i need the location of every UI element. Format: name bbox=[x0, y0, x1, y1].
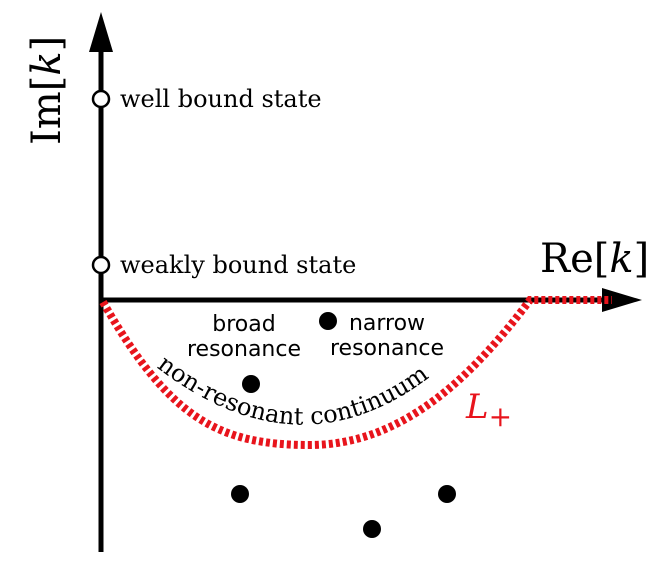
broad-resonance-pole bbox=[242, 375, 260, 393]
narrow-resonance-pole bbox=[319, 312, 337, 330]
narrow-resonance-label-line2: resonance bbox=[330, 336, 444, 361]
real-axis-label: Re[k] bbox=[540, 236, 649, 282]
contour-name-label: L+ bbox=[465, 387, 512, 433]
contour-l-plus bbox=[99, 296, 612, 450]
real-axis-arrowhead bbox=[602, 288, 642, 312]
deep-pole-left bbox=[231, 485, 249, 503]
imaginary-axis-arrowhead bbox=[89, 12, 113, 52]
narrow-resonance-label-line1: narrow bbox=[349, 311, 425, 336]
weakly-bound-state-marker bbox=[91, 255, 111, 275]
well-bound-state-label: well bound state bbox=[120, 85, 322, 113]
deep-pole-bottom bbox=[363, 520, 381, 538]
well-bound-state-marker bbox=[91, 89, 111, 109]
weakly-bound-state-label: weakly bound state bbox=[120, 251, 356, 279]
imaginary-axis-label: Im[k] bbox=[24, 36, 70, 145]
broad-resonance-label-line1: broad bbox=[212, 312, 275, 337]
deep-pole-right bbox=[438, 485, 456, 503]
broad-resonance-label-line2: resonance bbox=[187, 337, 301, 362]
